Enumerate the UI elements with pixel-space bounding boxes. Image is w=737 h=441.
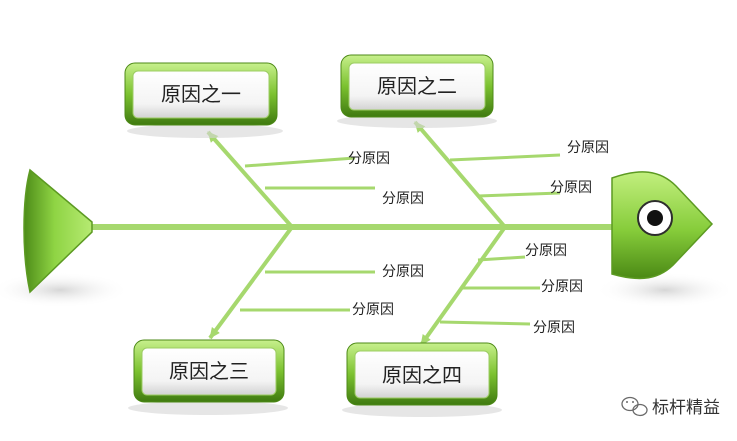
- bone-cause-3: [208, 225, 294, 340]
- subcause-label-1-1: 分原因: [348, 151, 390, 167]
- subbone-2-1: [449, 153, 561, 162]
- subcause-label-4-2: 分原因: [541, 279, 583, 295]
- cause-box-3: 原因之三: [128, 339, 288, 415]
- subcause-label-3-2: 分原因: [352, 302, 394, 318]
- cause-box-2: 原因之二: [337, 54, 497, 128]
- bone-cause-2: [413, 120, 507, 229]
- fish-pupil: [647, 210, 663, 226]
- subcause-label-4-3: 分原因: [533, 320, 575, 336]
- cause-label-1: 原因之一: [161, 82, 241, 106]
- subbone-2-2: [477, 191, 561, 198]
- wechat-icon: [621, 396, 648, 417]
- cause-label-3: 原因之三: [169, 359, 249, 383]
- head-shadow: [595, 272, 735, 308]
- subcause-label-4-1: 分原因: [525, 243, 567, 259]
- subbone-4-3: [439, 320, 531, 326]
- watermark-text: 标杆精益: [652, 398, 720, 418]
- subcause-label-1-2: 分原因: [382, 191, 424, 207]
- cause-box-4: 原因之四: [342, 342, 502, 417]
- watermark: 标杆精益: [621, 396, 720, 418]
- bone-cause-4: [419, 225, 507, 347]
- subbone-1-1: [244, 156, 356, 168]
- cause-box-1: 原因之一: [124, 62, 283, 138]
- tail-shadow: [0, 272, 130, 308]
- subcause-label-2-1: 分原因: [567, 140, 609, 156]
- fish-tail: [23, 168, 93, 294]
- subbone-4-1: [477, 255, 526, 262]
- subcause-label-3-1: 分原因: [382, 264, 424, 280]
- cause-label-4: 原因之四: [382, 363, 462, 387]
- subcause-label-2-2: 分原因: [550, 180, 592, 196]
- bone-cause-1: [206, 130, 294, 229]
- cause-label-2: 原因之二: [377, 74, 457, 98]
